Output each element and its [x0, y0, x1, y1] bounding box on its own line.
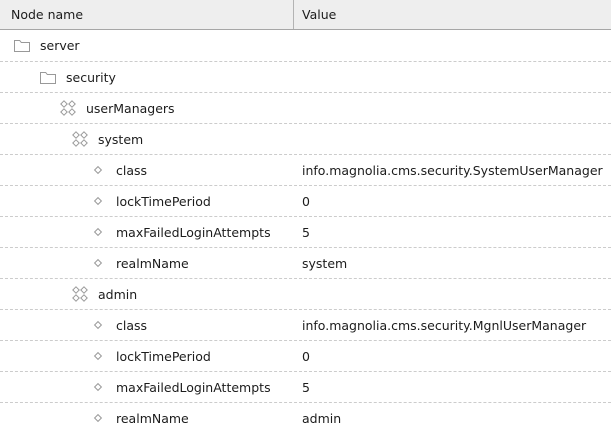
- node-value-cell: [294, 124, 611, 154]
- table-row[interactable]: maxFailedLoginAttempts 5: [0, 371, 611, 402]
- node-value-cell: 0: [294, 341, 611, 371]
- node-name-cell: lockTimePeriod: [0, 186, 294, 216]
- node-value-cell: [294, 30, 611, 61]
- node-name-cell: server: [0, 30, 294, 61]
- node-value-label: info.magnolia.cms.security.MgnlUserManag…: [302, 317, 587, 333]
- tree-table-body: server security userManagers: [0, 30, 611, 433]
- table-header: Node name Value: [0, 0, 611, 30]
- table-row[interactable]: server: [0, 30, 611, 61]
- node-name-label: maxFailedLoginAttempts: [116, 379, 271, 395]
- property-icon: [88, 377, 108, 397]
- node-name-label: realmName: [116, 410, 189, 426]
- node-name-label: class: [116, 317, 148, 333]
- property-icon: [88, 253, 108, 273]
- table-row[interactable]: class info.magnolia.cms.security.MgnlUse…: [0, 309, 611, 340]
- content-node-icon: [58, 98, 78, 118]
- table-row[interactable]: userManagers: [0, 92, 611, 123]
- node-name-label: security: [66, 69, 116, 85]
- property-icon: [88, 408, 108, 428]
- node-name-label: class: [116, 162, 148, 178]
- node-name-label: admin: [98, 286, 138, 302]
- node-value-cell: 5: [294, 372, 611, 402]
- node-value-label: 0: [302, 348, 310, 364]
- column-header-node-name[interactable]: Node name: [0, 0, 294, 29]
- column-header-node-name-label: Node name: [11, 7, 84, 22]
- table-row[interactable]: class info.magnolia.cms.security.SystemU…: [0, 154, 611, 185]
- folder-icon: [12, 36, 32, 56]
- node-name-label: system: [98, 131, 144, 147]
- node-name-cell: realmName: [0, 248, 294, 278]
- node-value-cell: admin: [294, 403, 611, 433]
- node-value-label: info.magnolia.cms.security.SystemUserMan…: [302, 162, 603, 178]
- node-value-cell: system: [294, 248, 611, 278]
- node-value-label: 5: [302, 379, 310, 395]
- node-name-label: lockTimePeriod: [116, 193, 211, 209]
- table-row[interactable]: realmName system: [0, 247, 611, 278]
- node-name-label: realmName: [116, 255, 189, 271]
- node-value-label: 5: [302, 224, 310, 240]
- node-name-cell: maxFailedLoginAttempts: [0, 217, 294, 247]
- node-name-cell: realmName: [0, 403, 294, 433]
- table-row[interactable]: lockTimePeriod 0: [0, 185, 611, 216]
- column-header-value[interactable]: Value: [294, 0, 611, 29]
- folder-icon: [38, 67, 58, 87]
- node-name-cell: userManagers: [0, 93, 294, 123]
- node-value-cell: info.magnolia.cms.security.MgnlUserManag…: [294, 310, 611, 340]
- table-row[interactable]: lockTimePeriod 0: [0, 340, 611, 371]
- node-value-cell: 0: [294, 186, 611, 216]
- property-icon: [88, 160, 108, 180]
- table-row[interactable]: system: [0, 123, 611, 154]
- node-name-label: server: [40, 38, 80, 53]
- table-row[interactable]: realmName admin: [0, 402, 611, 433]
- table-row[interactable]: maxFailedLoginAttempts 5: [0, 216, 611, 247]
- node-value-label: system: [302, 255, 348, 271]
- table-row[interactable]: admin: [0, 278, 611, 309]
- node-value-cell: [294, 279, 611, 309]
- node-value-cell: info.magnolia.cms.security.SystemUserMan…: [294, 155, 611, 185]
- node-name-cell: security: [0, 62, 294, 92]
- property-icon: [88, 315, 108, 335]
- content-node-icon: [70, 284, 90, 304]
- node-name-cell: system: [0, 124, 294, 154]
- node-value-cell: [294, 93, 611, 123]
- node-name-cell: admin: [0, 279, 294, 309]
- node-name-cell: lockTimePeriod: [0, 341, 294, 371]
- property-icon: [88, 191, 108, 211]
- node-value-label: 0: [302, 193, 310, 209]
- node-value-cell: [294, 62, 611, 92]
- node-name-cell: class: [0, 155, 294, 185]
- column-header-value-label: Value: [302, 7, 337, 22]
- table-row[interactable]: security: [0, 61, 611, 92]
- content-node-icon: [70, 129, 90, 149]
- node-value-label: admin: [302, 410, 342, 426]
- property-icon: [88, 346, 108, 366]
- node-value-cell: 5: [294, 217, 611, 247]
- node-name-cell: maxFailedLoginAttempts: [0, 372, 294, 402]
- node-name-cell: class: [0, 310, 294, 340]
- node-name-label: userManagers: [86, 100, 175, 116]
- node-name-label: maxFailedLoginAttempts: [116, 224, 271, 240]
- node-name-label: lockTimePeriod: [116, 348, 211, 364]
- property-icon: [88, 222, 108, 242]
